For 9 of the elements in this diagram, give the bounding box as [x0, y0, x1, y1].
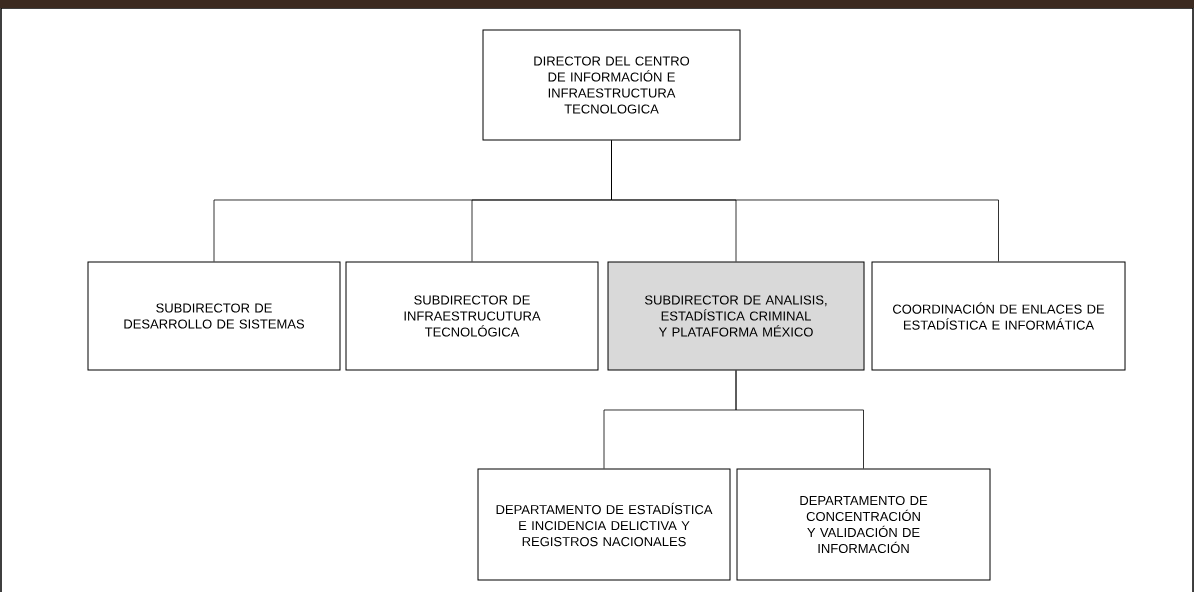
org-box: DIRECTOR DEL CENTRO DE INFORMACIÓN E INFRAESTRUCTURA TECNOLOGICA [482, 29, 741, 141]
org-box: SUBDIRECTOR DE ANALISIS, ESTADÍSTICA CRIMINAL Y PLATAFORMA MÉXICO [607, 261, 865, 371]
connector-line [611, 140, 999, 262]
org-box: DEPARTAMENTO DE CONCENTRACIÓN Y VALIDACIÓN DE INFORMACIÓN [736, 468, 991, 581]
connector-line [735, 370, 864, 469]
org-box: SUBDIRECTOR DE INFRAESTRUCUTURA TECNOLÓGICA [345, 261, 599, 371]
org-box: COORDINACIÓN DE ENLACES DE ESTADÍSTICA E INFORMÁTICA [871, 261, 1126, 371]
org-box: DEPARTAMENTO DE ESTADÍSTICA E INCIDENCIA DELICTIVA Y REGISTROS NACIONALES [477, 468, 731, 581]
org-box: SUBDIRECTOR DE DESARROLLO DE SISTEMAS [87, 261, 341, 371]
